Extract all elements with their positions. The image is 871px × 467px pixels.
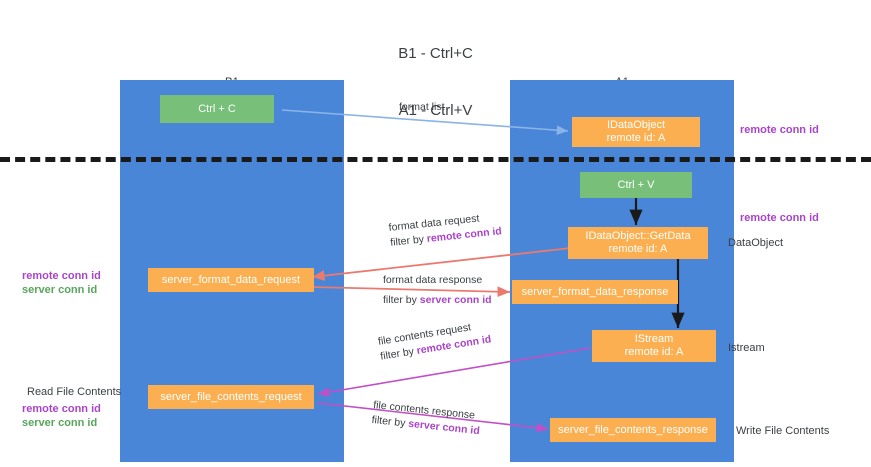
filter-prefix: filter by (383, 294, 420, 306)
edge-label-format-data-response: format data response filter by server co… (383, 273, 492, 308)
box-server-format-data-response[interactable]: server_format_data_response (512, 280, 678, 304)
box-server-file-contents-response[interactable]: server_file_contents_response (550, 418, 716, 442)
edge-label-format-data-response-text: format data response (383, 274, 483, 286)
title-line-1: B1 - Ctrl+C (398, 45, 473, 62)
box-server-file-contents-request[interactable]: server_file_contents_request (148, 385, 314, 409)
annotation-read-file-contents: Read File Contents (27, 386, 122, 398)
box-idataobject[interactable]: IDataObject remote id: A (572, 117, 700, 147)
annotation-left-conn-ids-mid: remote conn id server conn id (22, 269, 101, 297)
annotation-istream: Istream (728, 342, 765, 354)
edge-label-format-data-request: format data request filter by remote con… (388, 209, 503, 251)
annotation-left-remote-conn-id-mid: remote conn id (22, 270, 101, 282)
filter-prefix: filter by (371, 413, 409, 430)
annotation-right-remote-conn-id-mid: remote conn id (740, 212, 819, 224)
annotation-left-conn-ids-bottom: remote conn id server conn id (22, 402, 101, 430)
edge-label-file-contents-response: file contents response filter by server … (371, 398, 482, 439)
box-server-format-data-request[interactable]: server_format_data_request (148, 268, 314, 292)
annotation-write-file-contents: Write File Contents (736, 425, 830, 437)
annotation-left-remote-conn-id-bottom: remote conn id (22, 403, 101, 415)
edge-label-format-data-response-filter: filter by server conn id (383, 293, 492, 308)
edge-label-format-list: format list (399, 101, 445, 113)
box-istream[interactable]: IStream remote id: A (592, 330, 716, 362)
phase-separator (0, 157, 871, 162)
annotation-left-server-conn-id-bottom: server conn id (22, 417, 98, 429)
edge-label-file-contents-request: file contents request filter by remote c… (377, 317, 492, 364)
annotation-left-server-conn-id-mid: server conn id (22, 284, 98, 296)
box-idataobject-getdata[interactable]: IDataObject::GetData remote id: A (568, 227, 708, 259)
annotation-right-remote-conn-id-top: remote conn id (740, 124, 819, 136)
box-ctrl-c[interactable]: Ctrl + C (160, 95, 274, 123)
box-ctrl-v[interactable]: Ctrl + V (580, 172, 692, 198)
annotation-dataobject: DataObject (728, 237, 784, 249)
filter-key: server conn id (419, 294, 492, 306)
filter-prefix: filter by (389, 233, 428, 249)
